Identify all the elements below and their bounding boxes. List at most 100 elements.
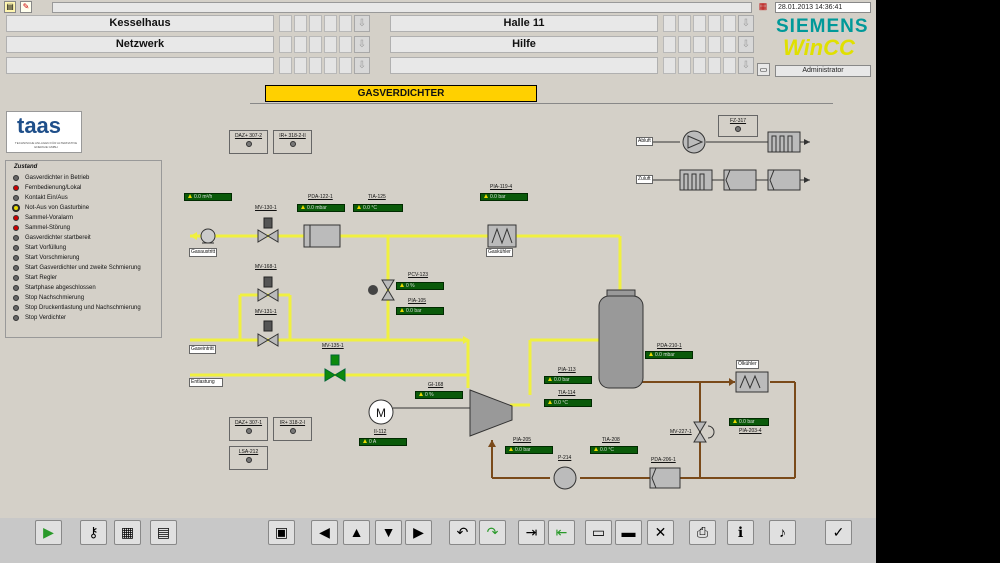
document-icon[interactable]: ▤ <box>150 520 177 545</box>
nav-slot[interactable] <box>279 57 292 74</box>
nav-slot[interactable] <box>663 57 676 74</box>
undo-icon[interactable]: ↶ <box>449 520 476 545</box>
valve-mv227-icon[interactable] <box>693 421 715 443</box>
indicator-lamp <box>245 457 252 463</box>
nav-slot[interactable] <box>663 36 676 53</box>
nav-kesselhaus[interactable]: Kesselhaus <box>6 15 274 32</box>
indicator-daz307-1[interactable]: DAZ+ 307-1 <box>229 417 268 441</box>
indicator-lsa212[interactable]: LSA-212 <box>229 446 268 470</box>
save-icon[interactable]: ▬ <box>615 520 642 545</box>
indicator-fz317[interactable]: FZ-317 <box>718 115 758 137</box>
folder-icon[interactable]: ▦ <box>114 520 141 545</box>
nav-slot[interactable] <box>339 15 352 32</box>
nav-down-arrow-icon[interactable]: ⇩ <box>354 57 370 74</box>
status-item: Stop Verdichter <box>6 313 161 323</box>
nav-slot[interactable] <box>678 15 691 32</box>
nav-slot[interactable] <box>279 15 292 32</box>
indicator-daz307-2[interactable]: DAZ+ 307-2 <box>229 130 268 154</box>
nav-halle-11[interactable]: Halle 11 <box>390 15 658 32</box>
nav-down-arrow-icon[interactable]: ⇩ <box>738 57 754 74</box>
nav-slot[interactable] <box>708 57 721 74</box>
nav-slot[interactable] <box>678 36 691 53</box>
nav-slot[interactable] <box>693 57 706 74</box>
nav-slot[interactable] <box>693 36 706 53</box>
nav-slot[interactable] <box>678 57 691 74</box>
nav-slot[interactable] <box>309 57 322 74</box>
gas-outlet-arrow-icon <box>190 232 197 240</box>
tag-tia114: TIA-114 <box>558 390 576 396</box>
value-pia205[interactable]: 0.0 bar <box>505 446 553 454</box>
checklist-icon[interactable]: ✓ <box>825 520 852 545</box>
nav-slot[interactable] <box>309 36 322 53</box>
nav-slot[interactable] <box>708 15 721 32</box>
value-pda210[interactable]: 0.0 mbar <box>645 351 693 359</box>
delete-icon[interactable]: ✕ <box>647 520 674 545</box>
nav-slot[interactable] <box>294 36 307 53</box>
valve-mv130-icon[interactable] <box>257 217 279 243</box>
nav-slot[interactable] <box>294 57 307 74</box>
indicator-label: FZ-317 <box>729 118 747 124</box>
nav-down-arrow-icon[interactable]: ⇩ <box>354 36 370 53</box>
nav-slot[interactable] <box>723 15 736 32</box>
redo-icon[interactable]: ↷ <box>479 520 506 545</box>
valve-mv135-icon[interactable] <box>324 354 346 382</box>
status-item: Sammel-Störung <box>6 223 161 233</box>
value-gas-flow[interactable]: 0.0 m³/h <box>184 193 232 201</box>
valve-mv131-icon[interactable] <box>257 320 279 347</box>
nav-slot[interactable] <box>339 36 352 53</box>
value-tia125[interactable]: 0.0 °C <box>353 204 403 212</box>
status-lamp-icon <box>13 275 19 281</box>
valve-mv168-icon[interactable] <box>257 276 279 302</box>
nav-slot[interactable] <box>294 15 307 32</box>
arrow-up-icon[interactable]: ▲ <box>343 520 370 545</box>
value-pia119[interactable]: 0.0 bar <box>480 193 528 201</box>
indicator-ir318-2-i[interactable]: IR+ 318-2-I <box>273 417 312 441</box>
value-gi168[interactable]: 0 % <box>415 391 463 399</box>
nav-slot[interactable] <box>339 57 352 74</box>
nav-slot[interactable] <box>708 36 721 53</box>
value-pia113[interactable]: 0.0 bar <box>544 376 592 384</box>
open-icon[interactable]: ▭ <box>585 520 612 545</box>
edit-icon[interactable]: ✎ <box>20 1 32 13</box>
nav-slot[interactable] <box>279 36 292 53</box>
nav-empty[interactable] <box>6 57 274 74</box>
value-pia105[interactable]: 0.0 bar <box>396 307 444 315</box>
indicator-ir318-2-ii[interactable]: IR+ 318-2-II <box>273 130 312 154</box>
print-icon[interactable]: ⎙ <box>689 520 716 545</box>
nav-slot[interactable] <box>723 57 736 74</box>
play-icon[interactable]: ▶ <box>35 520 62 545</box>
arrow-right-icon[interactable]: ▶ <box>405 520 432 545</box>
alarm-ack-icon[interactable]: ♪ <box>769 520 796 545</box>
status-label: Startphase abgeschlossen <box>25 285 96 291</box>
nav-slot[interactable] <box>309 15 322 32</box>
value-pcv123[interactable]: 0 % <box>396 282 444 290</box>
value-tia114[interactable]: 0.0 °C <box>544 399 592 407</box>
value-ii112[interactable]: 0 A <box>359 438 407 446</box>
nav-down-arrow-icon[interactable]: ⇩ <box>738 36 754 53</box>
nav-slot[interactable] <box>324 15 337 32</box>
nav-netzwerk[interactable]: Netzwerk <box>6 36 274 53</box>
key-icon[interactable]: ⚷ <box>80 520 107 545</box>
value-pia203[interactable]: 0.0 bar <box>729 418 769 426</box>
value-tia208[interactable]: 0.0 °C <box>590 446 638 454</box>
info-icon[interactable]: ℹ <box>727 520 754 545</box>
nav-slot[interactable] <box>693 15 706 32</box>
login-icon[interactable]: ▭ <box>757 63 770 76</box>
picture-icon[interactable]: ▣ <box>268 520 295 545</box>
nav-slot[interactable] <box>663 15 676 32</box>
new-icon[interactable]: ▤ <box>4 1 16 13</box>
value-pda122[interactable]: 0.0 mbar <box>297 204 345 212</box>
valve-pcv123-icon[interactable] <box>368 279 395 301</box>
arrow-left-icon[interactable]: ◀ <box>311 520 338 545</box>
nav-slot[interactable] <box>723 36 736 53</box>
arrow-down-icon[interactable]: ▼ <box>375 520 402 545</box>
nav-slot[interactable] <box>324 57 337 74</box>
export-icon[interactable]: ⇤ <box>548 520 575 545</box>
nav-hilfe[interactable]: Hilfe <box>390 36 658 53</box>
nav-empty[interactable] <box>390 57 658 74</box>
import-icon[interactable]: ⇥ <box>518 520 545 545</box>
nav-down-arrow-icon[interactable]: ⇩ <box>354 15 370 32</box>
message-bar <box>52 2 752 13</box>
nav-slot[interactable] <box>324 36 337 53</box>
nav-down-arrow-icon[interactable]: ⇩ <box>738 15 754 32</box>
